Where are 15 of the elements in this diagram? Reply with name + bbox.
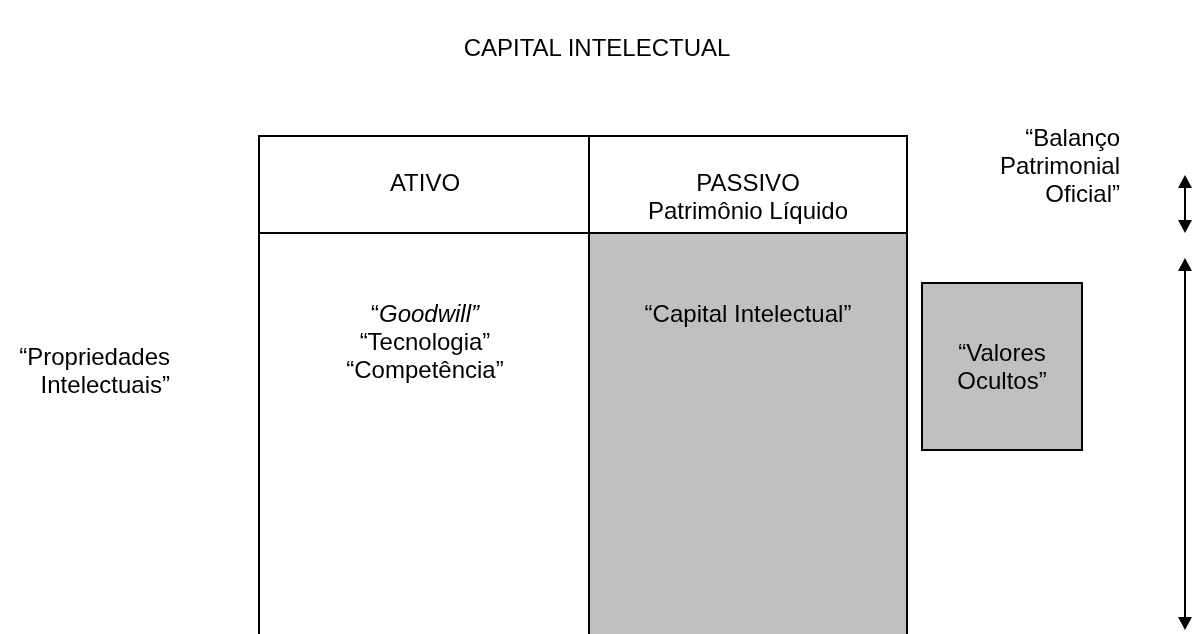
cell-text: “Competência”: [346, 356, 504, 384]
cell-text: “Tecnologia”: [359, 328, 491, 356]
table-header-cell: [258, 135, 590, 234]
side-label: “Balanço Patrimonial Oficial”: [998, 124, 1120, 208]
cell-text: “Goodwill”: [371, 300, 479, 328]
cell-text: “Capital Intelectual”: [644, 300, 852, 328]
diagram-title: CAPITAL INTELECTUAL: [463, 34, 731, 61]
cell-text: ATIVO: [389, 169, 461, 197]
cell-heading: PASSIVO: [696, 169, 800, 197]
cell-text: Patrimônio Líquido: [647, 197, 849, 225]
cell-text: “Valores Ocultos”: [956, 338, 1048, 395]
shaded-box: [921, 282, 1083, 451]
side-label: “Propriedades Intelectuais”: [18, 343, 170, 399]
table-header-cell: [588, 135, 908, 234]
shaded-table-cell: [588, 232, 908, 634]
